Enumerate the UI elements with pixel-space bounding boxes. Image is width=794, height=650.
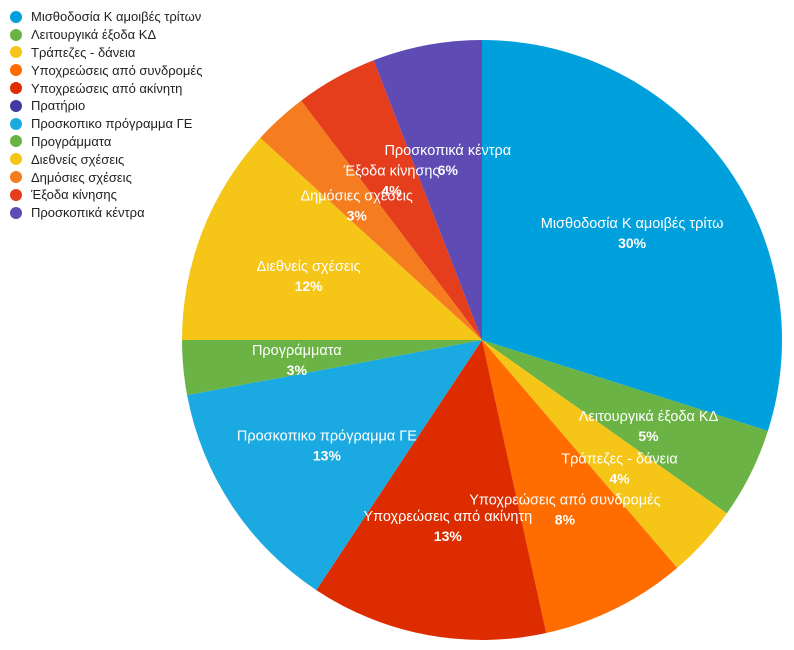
legend-label: Τράπεζες - δάνεια bbox=[31, 44, 136, 60]
legend-label: Λειτουργικά έξοδα ΚΔ bbox=[31, 27, 157, 43]
legend-swatch bbox=[10, 10, 22, 23]
legend-item: Διεθνείς σχέσεις bbox=[10, 150, 202, 168]
legend-swatch bbox=[10, 99, 22, 112]
legend-item: Προσκοπικά κέντρα bbox=[10, 204, 202, 222]
legend-swatch bbox=[10, 188, 22, 201]
slice-percent: 13% bbox=[434, 528, 463, 544]
pie-slice bbox=[373, 40, 482, 340]
slice-label: Διεθνείς σχέσεις bbox=[257, 259, 361, 275]
legend-label: Έξοδα κίνησης bbox=[31, 187, 117, 203]
legend-swatch bbox=[10, 171, 22, 184]
legend-item: Υποχρεώσεις από ακίνητη bbox=[10, 79, 202, 97]
pie-slice bbox=[182, 137, 482, 340]
legend-label: Διεθνείς σχέσεις bbox=[31, 151, 125, 167]
legend-swatch bbox=[10, 117, 22, 130]
legend-label: Πρατήριο bbox=[31, 98, 86, 114]
slice-label: Προγράμματα bbox=[252, 343, 342, 359]
legend-label: Υποχρεώσεις από ακίνητη bbox=[31, 80, 183, 96]
legend-label: Υποχρεώσεις από συνδρομές bbox=[31, 62, 203, 78]
slice-percent: 13% bbox=[313, 448, 342, 464]
legend-item: Μισθοδοσία Κ αμοιβές τρίτων bbox=[10, 8, 202, 26]
legend-label: Προσκοπικο πρόγραμμα ΓΕ bbox=[31, 116, 193, 132]
legend-item: Λειτουργικά έξοδα ΚΔ bbox=[10, 26, 202, 44]
legend-label: Προγράμματα bbox=[31, 133, 112, 149]
slice-label: Τράπεζες - δάνεια bbox=[561, 451, 677, 467]
legend-swatch bbox=[10, 64, 22, 77]
legend-swatch bbox=[10, 82, 22, 95]
pie-slice bbox=[482, 340, 768, 514]
slice-label: Έξοδα κίνησης bbox=[343, 164, 440, 180]
slice-percent: 12% bbox=[295, 278, 324, 294]
legend-label: Προσκοπικά κέντρα bbox=[31, 205, 145, 221]
legend-item: Υποχρεώσεις από συνδρομές bbox=[10, 61, 202, 79]
legend-item: Προσκοπικο πρόγραμμα ΓΕ bbox=[10, 115, 202, 133]
legend-swatch bbox=[10, 153, 22, 166]
legend-item: Προγράμματα bbox=[10, 133, 202, 151]
pie-slice bbox=[182, 340, 482, 396]
legend-swatch bbox=[10, 28, 22, 41]
slice-percent: 4% bbox=[609, 470, 630, 486]
slice-percent: 3% bbox=[347, 208, 368, 224]
legend-label: Μισθοδοσία Κ αμοιβές τρίτων bbox=[31, 9, 202, 25]
slice-label: Λειτουργικά έξοδα ΚΔ bbox=[579, 409, 719, 425]
slice-percent: 6% bbox=[438, 162, 459, 178]
slice-label: Μισθοδοσία Κ αμοιβές τρίτω bbox=[541, 216, 724, 232]
slice-label: Δημόσιες σχέσεις bbox=[300, 189, 412, 205]
slice-percent: 3% bbox=[287, 362, 308, 378]
pie-slice bbox=[187, 340, 483, 591]
pie-slice bbox=[301, 60, 482, 340]
legend-item: Τράπεζες - δάνεια bbox=[10, 44, 202, 62]
legend-swatch bbox=[10, 46, 22, 59]
slice-label: Υποχρεώσεις από ακίνητη bbox=[363, 509, 532, 525]
pie-slice bbox=[482, 340, 727, 568]
pie-slice bbox=[260, 100, 482, 340]
pie-slice bbox=[316, 340, 547, 640]
legend-swatch bbox=[10, 206, 22, 219]
legend-swatch bbox=[10, 135, 22, 148]
pie-slice bbox=[482, 340, 678, 634]
legend-item: Πρατήριο bbox=[10, 97, 202, 115]
slice-label: Υποχρεώσεις από συνδρομές bbox=[469, 493, 660, 509]
slice-percent: 5% bbox=[638, 428, 659, 444]
slice-label: Προσκοπικο πρόγραμμα ΓΕ bbox=[237, 429, 417, 445]
legend-item: Δημόσιες σχέσεις bbox=[10, 168, 202, 186]
legend-item: Έξοδα κίνησης bbox=[10, 186, 202, 204]
slice-percent: 8% bbox=[555, 512, 576, 528]
slice-percent: 4% bbox=[381, 183, 402, 199]
pie-slice bbox=[482, 40, 782, 431]
slice-percent: 30% bbox=[618, 235, 647, 251]
slice-label: Προσκοπικά κέντρα bbox=[384, 143, 511, 159]
legend-label: Δημόσιες σχέσεις bbox=[31, 169, 132, 185]
